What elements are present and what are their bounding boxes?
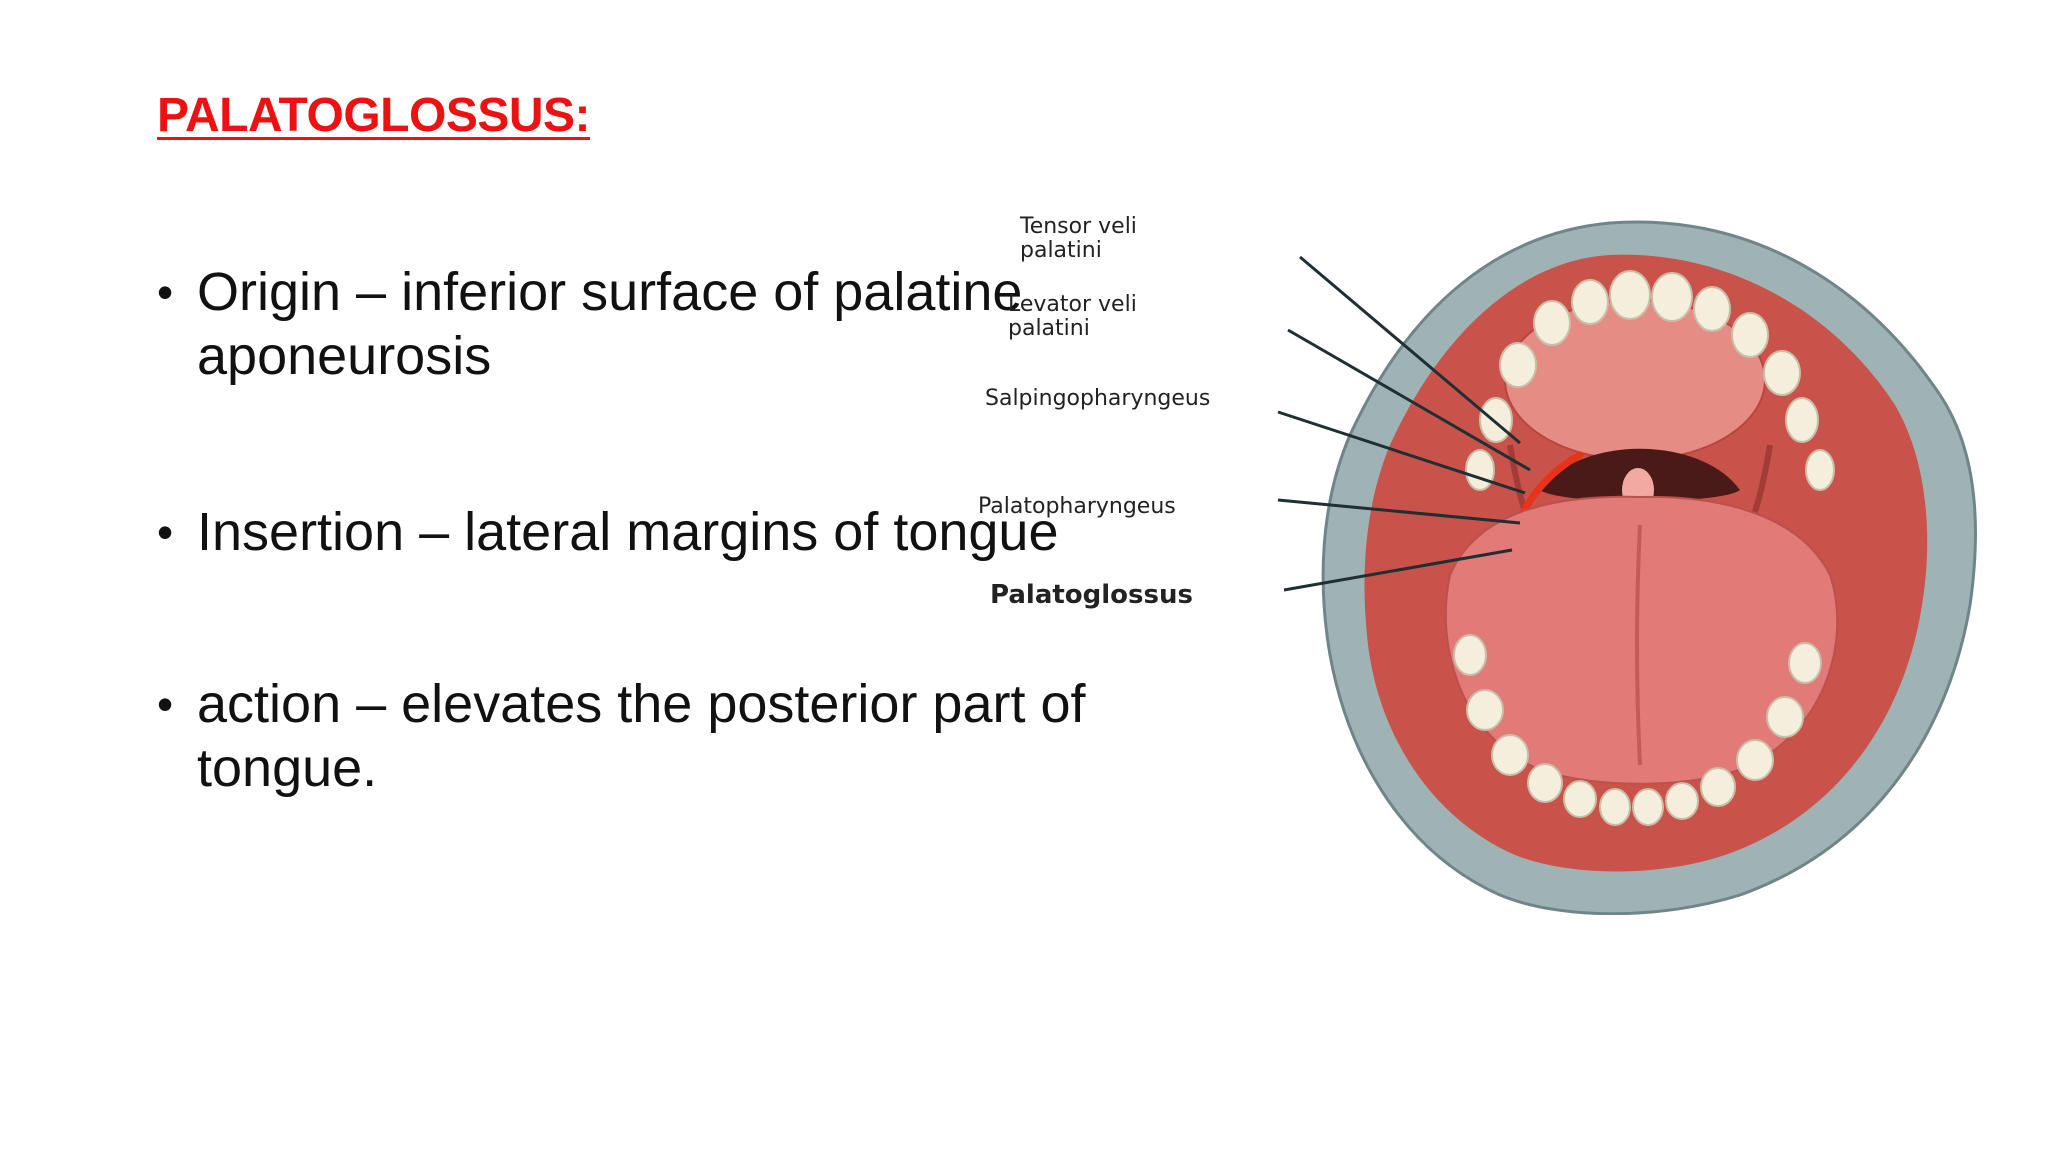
- label-palatopharyngeus: Palatopharyngeus: [978, 494, 1176, 519]
- label-salpingopharyngeus: Salpingopharyngeus: [985, 386, 1211, 411]
- leader-lines: [1277, 255, 1531, 592]
- bullet-action: • action – elevates the posterior part o…: [157, 672, 1157, 800]
- tongue-median-groove: [1635, 524, 1642, 766]
- bullet-marker: •: [157, 678, 174, 730]
- mouth-diagram: [1277, 220, 1978, 915]
- bullet-insertion: • Insertion – lateral margins of tongue: [157, 500, 1157, 564]
- oral-cavity-illustration: Tensor veli palatini Levator veli palati…: [978, 205, 1980, 915]
- bullet-origin: • Origin – inferior surface of palatine …: [157, 260, 1157, 388]
- label-levator-veli-palatini: Levator veli palatini: [1008, 292, 1137, 341]
- bullet-text: Insertion – lateral margins of tongue: [197, 502, 1059, 562]
- slide-title: PALATOGLOSSUS:: [157, 89, 591, 142]
- lower-teeth: [1453, 634, 1822, 826]
- upper-teeth: [1465, 270, 1835, 491]
- bullet-marker: •: [157, 266, 174, 318]
- bullet-marker: •: [157, 506, 174, 558]
- bullet-list: • Origin – inferior surface of palatine …: [157, 260, 1157, 800]
- bullet-text: action – elevates the posterior part of …: [197, 674, 1086, 798]
- label-palatoglossus: Palatoglossus: [990, 580, 1193, 610]
- bullet-text: Origin – inferior surface of palatine ap…: [197, 262, 1023, 386]
- label-tensor-veli-palatini: Tensor veli palatini: [1020, 214, 1137, 263]
